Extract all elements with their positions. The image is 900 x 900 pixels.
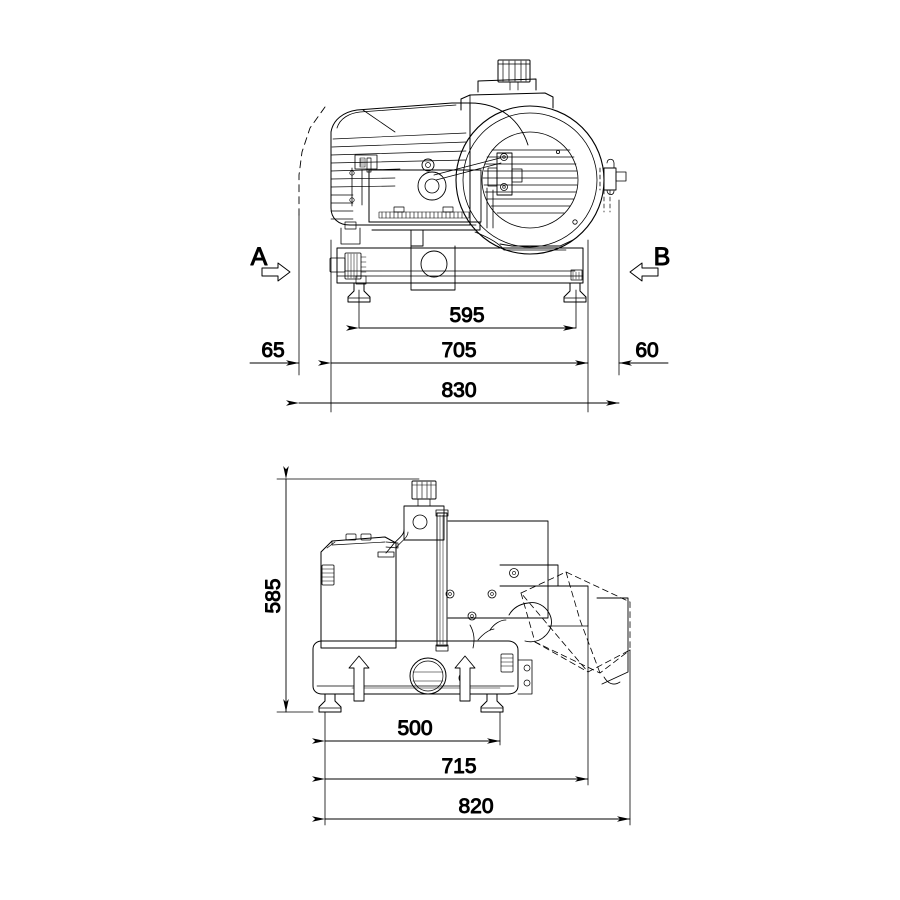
side-top-knob xyxy=(411,480,437,500)
dimlabel-595: 595 xyxy=(449,304,484,327)
side-arm-bracket xyxy=(547,585,589,627)
center-tower xyxy=(410,245,456,291)
side-plate-bolt-c xyxy=(467,611,477,621)
pedestal-neck xyxy=(410,229,424,247)
side-knob-stem xyxy=(417,498,431,507)
side-plate-bolt-b xyxy=(487,589,497,599)
side-blade-rail-lines xyxy=(439,514,444,645)
front-view-dimensions: 595 705 65 60 830 xyxy=(249,199,669,413)
clamp-block xyxy=(487,152,523,196)
side-slide-bolt xyxy=(509,568,519,578)
side-foot-left xyxy=(318,693,342,713)
side-body-shell xyxy=(320,536,397,649)
dimlabel-60: 60 xyxy=(635,339,658,362)
guard-support xyxy=(499,239,574,247)
motor-seat xyxy=(460,92,554,111)
view-marker-a: A xyxy=(250,243,291,282)
left-adjuster xyxy=(349,154,378,207)
dimlabel-705: 705 xyxy=(441,339,476,362)
side-latch xyxy=(599,158,627,213)
side-motor-housing xyxy=(403,505,445,541)
dimlabel-830: 830 xyxy=(441,379,476,402)
side-base-ext xyxy=(517,659,533,695)
view-marker-b: B xyxy=(629,243,671,282)
pivot-hub xyxy=(417,158,447,201)
phantom-outline xyxy=(298,106,326,216)
side-slide-bar xyxy=(499,564,559,587)
tilted-tray-hook xyxy=(603,676,621,685)
marker-label-b: B xyxy=(654,243,671,271)
side-base-block xyxy=(312,640,519,695)
guard-overlap-arc xyxy=(469,102,529,146)
clamp-stem xyxy=(486,187,494,229)
blade-fins xyxy=(482,149,578,214)
side-motor-port xyxy=(412,514,428,530)
thickness-dial xyxy=(329,252,367,280)
dimlabel-715: 715 xyxy=(441,755,476,778)
dimlabel-585: 585 xyxy=(262,578,285,613)
body-fins xyxy=(330,132,467,220)
side-boss-b xyxy=(360,533,372,541)
side-view-dimensions: 585 500 715 820 xyxy=(262,466,631,826)
side-carriage-plate xyxy=(447,520,549,619)
dimlabel-500: 500 xyxy=(397,717,432,740)
tilted-tray-edge xyxy=(596,597,629,685)
side-thickness-dial xyxy=(321,564,335,586)
body-crease xyxy=(362,109,396,133)
tilted-tray-phantom xyxy=(520,571,631,674)
body-shell xyxy=(330,102,471,226)
top-knob xyxy=(497,59,531,83)
base-bar xyxy=(336,247,584,284)
left-boss-cap xyxy=(344,221,357,230)
gripper-teeth xyxy=(378,211,470,219)
side-handle-arm-2 xyxy=(395,531,409,549)
side-blade-rail xyxy=(436,512,448,647)
pusher-link xyxy=(469,624,475,649)
bracket-right-knurl xyxy=(572,271,580,280)
side-base-port xyxy=(409,657,447,695)
pusher-outline xyxy=(508,602,552,643)
linkage-arm-2 xyxy=(435,162,502,181)
side-small-knurl xyxy=(500,653,514,673)
side-handle-grip xyxy=(377,551,395,558)
side-boss-a xyxy=(345,533,357,541)
side-slide-bolt-center xyxy=(512,571,516,575)
side-plate-bolt-a-center xyxy=(448,592,452,596)
bracket-right xyxy=(570,269,583,281)
side-view-machine xyxy=(312,480,631,713)
center-port xyxy=(420,250,448,278)
arrow-right-icon xyxy=(261,262,291,282)
foot-right xyxy=(563,282,587,303)
side-ext-bolt-a xyxy=(523,664,531,672)
blade-guard xyxy=(455,105,605,255)
side-handle-arm xyxy=(385,529,405,554)
dimlabel-65: 65 xyxy=(261,339,284,362)
lift-arrow-left xyxy=(348,655,370,702)
pusher-outline-3 xyxy=(477,628,495,641)
left-boss xyxy=(340,227,361,245)
pusher-outline-2 xyxy=(489,619,507,631)
side-plate-bolt-a xyxy=(445,589,455,599)
gripper-tab-left xyxy=(393,206,405,213)
marker-label-a: A xyxy=(251,243,268,271)
side-plate-bolt-c-center xyxy=(470,614,474,618)
side-body-top-edge xyxy=(331,540,386,546)
side-foot-right xyxy=(480,693,504,713)
side-body-chamfer xyxy=(326,541,336,549)
motor-collar xyxy=(477,78,537,93)
knob-stem xyxy=(509,81,519,91)
dimlabel-820: 820 xyxy=(458,795,493,818)
side-plate-bolt-b-center xyxy=(490,592,494,596)
side-rail-cap-bottom xyxy=(435,644,449,652)
side-rail-cap-top xyxy=(435,509,449,517)
lift-arrow-right xyxy=(454,655,476,702)
front-view-machine xyxy=(298,59,627,303)
gripper-tab-right xyxy=(442,206,454,213)
side-ext-bolt-b xyxy=(523,679,531,687)
linkage-arm xyxy=(433,157,501,176)
arrow-left-icon xyxy=(629,262,659,282)
bracket-left xyxy=(355,275,367,285)
body-shell-highlight xyxy=(336,104,457,129)
